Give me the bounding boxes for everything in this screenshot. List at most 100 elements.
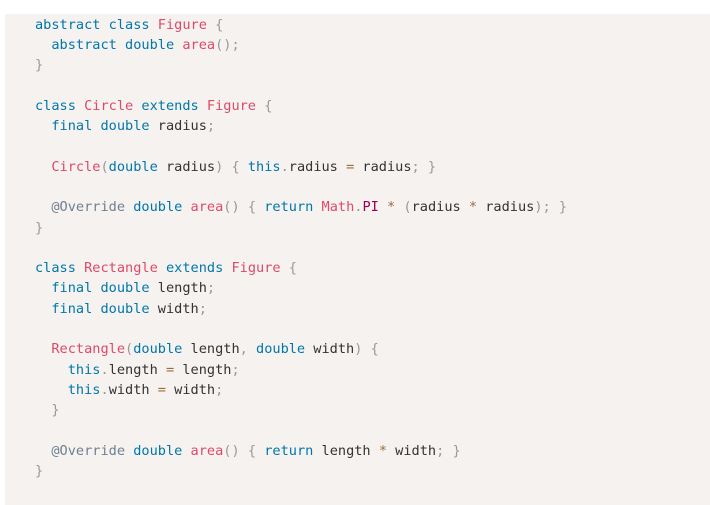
code-token-plain: width (108, 381, 158, 398)
code-token-punct: ; (436, 442, 445, 459)
code-token-punct: . (100, 381, 109, 398)
code-token-plain (362, 341, 370, 357)
code-token-annot: @Override (51, 199, 126, 216)
code-line: ​ (35, 319, 710, 339)
code-token-punct: { (215, 16, 224, 33)
code-token-name: Figure (231, 260, 281, 277)
code-token-name: area (190, 199, 224, 216)
code-token-plain (313, 199, 321, 215)
code-token-punct: ; (198, 300, 207, 317)
code-token-plain (76, 260, 84, 276)
code-token-plain (256, 98, 264, 114)
code-token-punct: () (223, 199, 240, 216)
code-token-keyword: double (108, 158, 158, 175)
code-token-plain (199, 98, 207, 114)
code-token-plain (182, 199, 190, 215)
code-token-punct: ; (215, 381, 224, 398)
code-token-plain (35, 402, 51, 418)
code-token-keyword: class (35, 260, 76, 277)
code-token-punct: , (239, 341, 248, 358)
code-token-name: Math (321, 199, 355, 216)
code-line: } (35, 461, 710, 481)
code-token-punct: ; (411, 158, 420, 175)
code-token-name: area (190, 442, 224, 459)
code-token-keyword: double (256, 341, 306, 358)
code-token-punct: } (35, 57, 44, 74)
code-token-plain (379, 199, 387, 215)
code-token-punct: { (264, 97, 273, 114)
code-token-plain (182, 443, 190, 459)
code-token-plain: radius (288, 158, 347, 175)
code-token-const: PI (362, 199, 379, 216)
code-token-keyword: abstract (51, 36, 117, 53)
code-token-punct: . (280, 158, 289, 175)
code-token-plain: radius (157, 158, 216, 175)
code-token-plain (240, 199, 248, 215)
code-token-plain (240, 443, 248, 459)
code-line: ​ (35, 177, 710, 197)
code-line: } (35, 55, 710, 75)
code-token-punct: ( (125, 341, 134, 358)
code-token-keyword: this (67, 361, 101, 378)
code-token-punct: () (223, 442, 240, 459)
code-token-plain (256, 199, 264, 215)
code-token-plain (281, 260, 289, 276)
code-token-punct: ) (215, 158, 224, 175)
code-line: Circle(double radius) { this.radius = ra… (35, 157, 710, 177)
code-token-plain (35, 301, 51, 317)
code-line: Rectangle(double length, double width) { (35, 339, 710, 359)
code-token-punct: } (51, 402, 60, 419)
code-token-keyword: double (100, 300, 150, 317)
code-token-keyword: double (125, 36, 175, 53)
code-token-plain (256, 443, 264, 459)
code-token-plain (125, 443, 133, 459)
code-token-plain: length (182, 341, 240, 358)
code-token-punct: ; (231, 361, 240, 378)
code-token-plain (35, 382, 68, 398)
code-token-plain: length (174, 361, 232, 378)
code-token-plain (76, 98, 84, 114)
code-token-op: * (468, 199, 478, 216)
code-line: } (35, 400, 710, 420)
code-token-plain (150, 17, 158, 33)
code-token-keyword: return (264, 442, 314, 459)
code-token-keyword: extends (165, 260, 224, 277)
code-token-name: Rectangle (51, 341, 126, 358)
code-token-name: Figure (157, 16, 207, 33)
code-token-plain (551, 199, 559, 215)
code-token-plain (35, 37, 51, 53)
code-token-plain (35, 362, 68, 378)
code-token-keyword: double (133, 341, 183, 358)
code-token-keyword: extends (141, 97, 199, 114)
code-line: final double radius; (35, 116, 710, 136)
code-token-punct: } (35, 219, 44, 236)
code-token-keyword: abstract (35, 16, 101, 33)
code-token-punct: ); (534, 199, 551, 216)
code-token-plain (117, 37, 125, 53)
code-token-keyword: return (264, 199, 314, 216)
code-token-punct: ) (354, 341, 363, 358)
code-token-punct: . (100, 361, 109, 378)
code-token-punct: } (427, 158, 437, 175)
code-token-name: Figure (206, 97, 256, 114)
code-token-name: Circle (51, 158, 101, 175)
code-token-punct: { (288, 260, 297, 277)
code-token-punct: ; (206, 280, 216, 297)
code-token-keyword: double (133, 199, 183, 216)
code-line: class Rectangle extends Figure { (35, 258, 710, 278)
code-token-plain: radius (477, 199, 535, 216)
code-token-plain (125, 199, 133, 215)
code-line: this.length = length; (35, 360, 710, 380)
code-line: ​ (35, 75, 710, 95)
code-token-op: = (165, 361, 175, 378)
code-token-plain: width (305, 341, 355, 358)
code-token-plain (248, 341, 256, 357)
code-token-plain: radius (354, 158, 412, 175)
code-token-keyword: this (247, 158, 281, 175)
code-token-name: area (182, 36, 216, 53)
code-token-plain (240, 159, 248, 175)
code-token-op: * (387, 199, 396, 216)
code-token-op: = (346, 158, 355, 175)
code-token-punct: { (370, 341, 379, 358)
code-token-plain (35, 118, 51, 134)
